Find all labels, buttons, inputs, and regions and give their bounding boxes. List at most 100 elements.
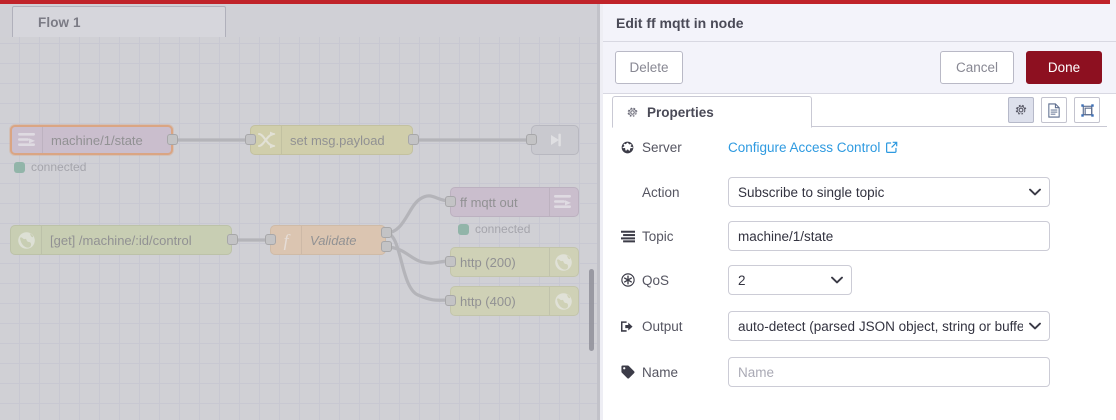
gear-icon: [626, 106, 639, 119]
name-input[interactable]: [728, 357, 1050, 387]
cancel-button[interactable]: Cancel: [940, 51, 1014, 84]
flow-node-label: Validate: [310, 232, 357, 248]
link-out-icon: [540, 126, 570, 154]
flow-tab-bar: Flow 1: [0, 4, 597, 38]
panel-header: Edit ff mqtt in node: [603, 4, 1116, 42]
flow-tab-flow-1[interactable]: Flow 1: [12, 6, 226, 38]
port-out-http-in[interactable]: [227, 234, 238, 245]
flow-node-label: set msg.payload: [290, 132, 385, 148]
flow-node-http-400[interactable]: http (400): [450, 286, 579, 316]
accent-topbar: [0, 0, 1110, 4]
panel-tab-bar: Properties: [603, 94, 1116, 128]
port-in-function[interactable]: [265, 234, 276, 245]
status-label: connected: [475, 222, 531, 236]
flow-node-label: http (400): [460, 293, 516, 309]
document-icon: [1047, 102, 1061, 118]
mqtt-icon: [12, 126, 42, 154]
description-icon-button[interactable]: [1041, 97, 1067, 123]
appearance-icon-button[interactable]: [1074, 97, 1100, 123]
qos-select[interactable]: 2: [728, 265, 852, 295]
mqtt-icon: [548, 188, 578, 216]
port-in-change[interactable]: [245, 134, 256, 145]
panel-divider-inner: [600, 4, 603, 420]
gear-icon: [1014, 103, 1028, 117]
flow-node-label: http (200): [460, 254, 516, 270]
panel-button-bar: Delete Cancel Done: [603, 42, 1116, 94]
server-label-text: Server: [642, 139, 682, 155]
action-select[interactable]: Subscribe to single topic: [728, 177, 1050, 207]
server-label: Server: [620, 140, 728, 155]
flow-node-status-mqtt-in: connected: [14, 160, 86, 174]
globe-icon: [548, 248, 578, 276]
output-label: Output: [620, 319, 728, 334]
properties-form: Server Configure Access Control A: [603, 128, 1116, 420]
edit-node-panel: Edit ff mqtt in node Delete Cancel Done …: [603, 4, 1116, 420]
port-out-function-2[interactable]: [381, 241, 392, 252]
asterisk-circle-icon: [620, 273, 635, 287]
flow-node-mqtt-out[interactable]: ff mqtt out: [450, 187, 579, 217]
flow-editor-area: Flow 1: [0, 4, 597, 420]
gear-icon-button[interactable]: [1008, 97, 1034, 123]
status-dot: [14, 161, 25, 173]
globe-icon: [620, 141, 635, 154]
port-in-http-200[interactable]: [445, 256, 456, 267]
flow-node-link-out[interactable]: [531, 125, 579, 155]
topic-input[interactable]: [728, 221, 1050, 251]
field-row-output: Output auto-detect (parsed JSON object, …: [603, 311, 1116, 341]
flow-node-change[interactable]: set msg.payload: [250, 125, 413, 155]
flow-node-label: machine/1/state: [51, 132, 143, 148]
appearance-icon: [1080, 103, 1095, 118]
function-icon: f: [271, 226, 301, 254]
topic-label: Topic: [620, 229, 728, 244]
field-row-qos: QoS 2: [603, 265, 1116, 295]
port-out-change[interactable]: [408, 134, 419, 145]
output-select-wrapper: auto-detect (parsed JSON object, string …: [728, 311, 1050, 341]
port-in-http-400[interactable]: [445, 295, 456, 306]
list-icon: [620, 230, 635, 243]
configure-access-control-link[interactable]: Configure Access Control: [728, 140, 898, 155]
field-row-server: Server Configure Access Control: [603, 132, 1116, 162]
field-row-topic: Topic: [603, 221, 1116, 251]
qos-select-wrapper: 2: [728, 265, 852, 295]
port-out-mqtt-in[interactable]: [167, 134, 178, 145]
name-label: Name: [620, 365, 728, 380]
field-row-action: Action Subscribe to single topic: [603, 177, 1116, 207]
panel-title: Edit ff mqtt in node: [616, 14, 744, 31]
flow-node-http-200[interactable]: http (200): [450, 247, 579, 277]
tag-icon: [620, 365, 635, 379]
output-select[interactable]: auto-detect (parsed JSON object, string …: [728, 311, 1050, 341]
port-out-function-1[interactable]: [381, 227, 392, 238]
tab-properties[interactable]: Properties: [612, 96, 812, 128]
canvas-vertical-scrollbar[interactable]: [589, 269, 594, 351]
shuffle-icon: [251, 126, 281, 154]
output-label-text: Output: [642, 318, 683, 334]
name-label-text: Name: [642, 364, 679, 380]
flow-node-label: ff mqtt out: [460, 194, 518, 210]
status-label: connected: [31, 160, 87, 174]
sign-out-icon: [620, 320, 635, 333]
port-in-mqtt-out[interactable]: [445, 196, 456, 207]
qos-label-text: QoS: [642, 272, 670, 288]
delete-button[interactable]: Delete: [615, 51, 683, 84]
accent-topbar-end: [1110, 0, 1116, 4]
action-label-text: Action: [642, 184, 680, 200]
link-text: Configure Access Control: [728, 139, 881, 155]
status-dot: [458, 223, 469, 235]
panel-divider[interactable]: [597, 4, 600, 420]
flow-node-function[interactable]: f Validate: [270, 225, 386, 255]
port-in-link-out[interactable]: [526, 134, 537, 145]
topic-label-text: Topic: [642, 228, 674, 244]
flow-tab-label: Flow 1: [38, 15, 81, 30]
action-select-wrapper: Subscribe to single topic: [728, 177, 1050, 207]
flow-node-http-in[interactable]: [get] /machine/:id/control: [10, 225, 232, 255]
flow-node-mqtt-in[interactable]: machine/1/state: [10, 125, 173, 155]
flow-canvas[interactable]: machine/1/state connected set msg.payloa…: [0, 37, 597, 420]
field-row-name: Name: [603, 357, 1116, 387]
svg-text:f: f: [283, 231, 291, 250]
external-link-icon: [885, 141, 898, 154]
tab-properties-label: Properties: [647, 104, 714, 120]
globe-icon: [548, 287, 578, 315]
flow-node-label: [get] /machine/:id/control: [50, 232, 192, 248]
done-button[interactable]: Done: [1026, 51, 1102, 84]
